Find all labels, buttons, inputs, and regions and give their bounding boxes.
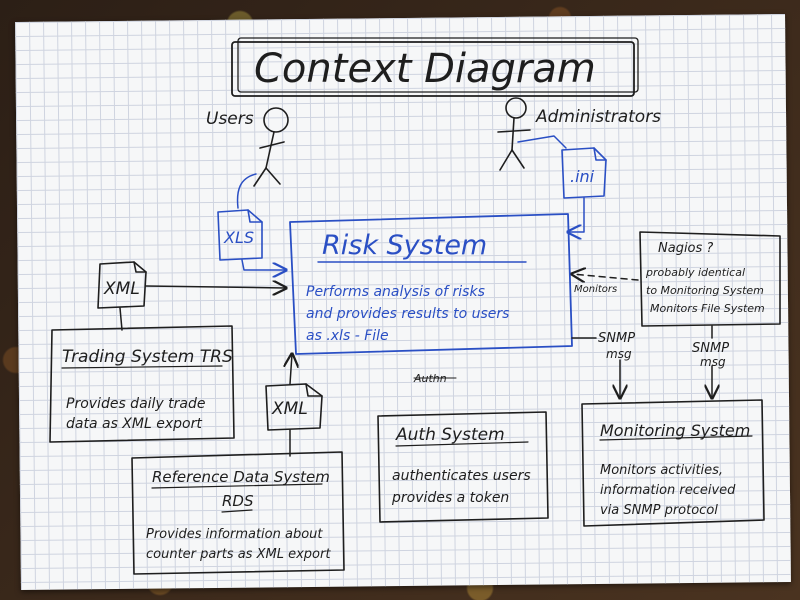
risk-system-box: [289, 213, 573, 355]
risk-system-desc-2: and provides results to users: [306, 306, 509, 322]
trading-system-title: Trading System TRS: [62, 347, 233, 367]
title-frame: [231, 37, 639, 97]
nagios-box: [639, 231, 781, 327]
monitoring-system-desc-2: information received: [600, 483, 736, 498]
nagios-desc-1: probably identical: [645, 266, 745, 279]
xls-label: XLS: [223, 228, 254, 247]
auth-system-desc-1: authenticates users: [392, 468, 531, 484]
trading-system-desc-2: data as XML export: [66, 416, 202, 432]
xml-bottom-label: XML: [271, 399, 308, 419]
snmp-label-2: SNMP: [692, 341, 729, 356]
xml-file-icon-bottom: [265, 383, 323, 431]
reference-system-desc-2: counter parts as XML export: [146, 547, 331, 562]
risk-system-title: Risk System: [322, 230, 487, 261]
monitoring-system-desc-1: Monitors activities,: [600, 463, 723, 478]
monitoring-system-box: [581, 399, 765, 527]
monitoring-system-desc-3: via SNMP protocol: [600, 503, 718, 518]
reference-system-desc-1: Provides information about: [146, 527, 323, 542]
msg-label-1: msg: [606, 347, 632, 361]
users-label: Users: [206, 109, 254, 129]
ini-label: .ini: [570, 167, 595, 186]
auth-system-title: Auth System: [395, 425, 505, 445]
xls-file-icon: [217, 209, 263, 261]
xml-file-icon-top: [97, 261, 147, 309]
auth-system-desc-2: provides a token: [391, 490, 509, 506]
administrators-actor-icon: [497, 97, 531, 171]
xml-top-label: XML: [103, 279, 140, 299]
auth-system-box: [377, 411, 549, 523]
snmp-label-1: SNMP: [598, 331, 635, 346]
users-actor-icon: [253, 107, 289, 187]
reference-data-system-box: [131, 451, 345, 575]
diagram-title: Context Diagram: [254, 46, 596, 92]
reference-system-title-1: Reference Data System: [152, 468, 330, 486]
monitoring-system-title: Monitoring System: [600, 421, 750, 440]
ini-file-icon: [561, 147, 607, 199]
monitors-label: Monitors: [574, 284, 617, 295]
authn-label: Authn: [413, 372, 447, 385]
risk-system-desc-1: Performs analysis of risks: [306, 284, 485, 300]
risk-system-desc-3: as .xls - File: [306, 328, 389, 344]
nagios-desc-3: Monitors File System: [650, 302, 765, 315]
nagios-title: Nagios ?: [658, 241, 713, 256]
trading-system-desc-1: Provides daily trade: [66, 396, 206, 412]
administrators-label: Administrators: [535, 107, 661, 127]
nagios-desc-2: to Monitoring System: [646, 284, 764, 297]
msg-label-2: msg: [700, 355, 726, 369]
reference-system-title-2: RDS: [222, 492, 254, 510]
trading-system-box: [49, 325, 235, 443]
